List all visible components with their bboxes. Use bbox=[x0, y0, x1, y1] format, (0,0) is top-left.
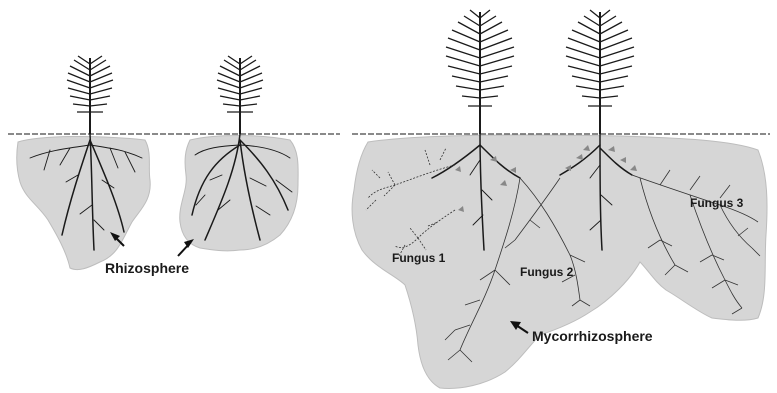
mycorrhizosphere-panel: Fungus 1 Fungus 2 Fungus 3 Mycorrhizosph… bbox=[352, 10, 767, 388]
rhizosphere-zone-1 bbox=[17, 136, 151, 269]
fungus-1-label: Fungus 1 bbox=[392, 251, 446, 265]
fungus-2-label: Fungus 2 bbox=[520, 265, 574, 279]
rhizosphere-arrow-2 bbox=[178, 239, 194, 256]
mycorrhizosphere-label: Mycorrhizosphere bbox=[532, 328, 653, 344]
fungus-3-label: Fungus 3 bbox=[690, 196, 744, 210]
rhizosphere-panel: Rhizosphere bbox=[17, 56, 298, 276]
rhizosphere-label: Rhizosphere bbox=[105, 260, 189, 276]
